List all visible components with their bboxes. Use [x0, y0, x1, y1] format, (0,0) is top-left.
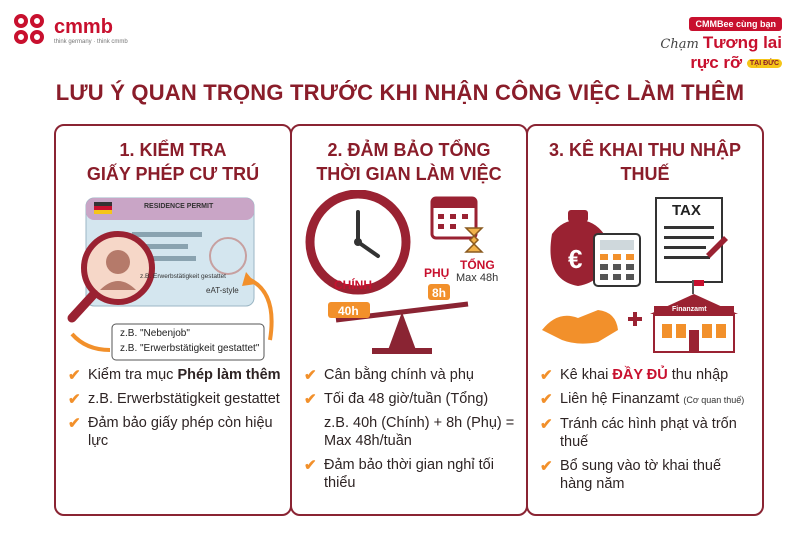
bullet-text: Kiểm tra mục: [88, 367, 178, 383]
bullet-text: Bổ sung vào tờ khai thuế hàng năm: [560, 458, 722, 492]
card1-title-line2: GIẤY PHÉP CƯ TRÚ: [86, 164, 260, 184]
check-icon: ✔: [540, 367, 553, 384]
list-item: ✔ Bổ sung vào tờ khai thuế hàng năm: [540, 457, 754, 493]
brand-line2-text: rực rỡ: [690, 52, 743, 72]
label-40h: 40h: [338, 304, 359, 318]
callout-line2: z.B. "Erwerbstätigkeit gestattet": [120, 343, 260, 354]
card1-bullets: ✔ Kiểm tra mục Phép làm thêm ✔ z.B. Erwerb…: [68, 366, 282, 456]
bullet-text: z.B. Erwerbstätigkeit gestattet: [88, 391, 280, 407]
bullet-text: Tránh các hình phạt và trốn thuế: [560, 416, 737, 450]
check-icon: ✔: [540, 458, 553, 475]
check-icon: ✔: [304, 391, 317, 408]
bullet-text: Đảm bảo thời gian nghỉ tối thiểu: [324, 457, 494, 491]
list-item: ✔ Kiểm tra mục Phép làm thêm: [68, 366, 282, 384]
bullet-bold: ĐẦY ĐỦ: [612, 367, 668, 383]
card3-title-line2: THUẾ: [620, 164, 670, 184]
bullet-text: Tối đa 48 giờ/tuần (Tổng): [324, 391, 489, 407]
list-item: ✔ Tối đa 48 giờ/tuần (Tổng): [304, 390, 518, 408]
finanzamt-label: Finanzamt: [672, 306, 707, 313]
permit-label: RESIDENCE PERMIT: [144, 203, 214, 210]
permit-line: z.B. Erwerbstätigkeit gestattet: [140, 273, 226, 280]
bullet-text: Liên hệ Finanzamt: [560, 391, 684, 407]
logo-name: cmmb: [54, 16, 113, 38]
card3-bullets: ✔ Kê khai ĐẦY ĐỦ thu nhập ✔ Liên hệ Finanz…: [540, 366, 754, 499]
bullet-text: z.B. 40h (Chính) + 8h (Phụ) = Max 48h/tu…: [324, 415, 515, 449]
check-icon: ✔: [68, 415, 81, 432]
check-icon: ✔: [540, 391, 553, 408]
tax-illustration: € TAX Finanzamt: [528, 190, 762, 362]
check-icon: ✔: [304, 367, 317, 384]
card1-title: 1. KIỂM TRA GIẤY PHÉP CƯ TRÚ: [56, 138, 290, 186]
bullet-bold: Phép làm thêm: [177, 367, 281, 383]
label-phu: PHỤ: [424, 266, 450, 280]
card2-bullets: ✔ Cân bằng chính và phụ ✔ Tối đa 48 giờ/tu…: [304, 366, 518, 498]
label-tong: TỔNG: [460, 258, 495, 272]
label-max: Max 48h: [456, 272, 499, 284]
list-item: ✔ Liên hệ Finanzamt (Cơ quan thuế): [540, 390, 754, 409]
brand-line1-text: Tương lai: [702, 33, 782, 52]
tax-icons: [542, 197, 738, 353]
cmmb-logo-icon: [14, 14, 48, 48]
clock-scale-icon: [305, 189, 484, 354]
list-item: ✔ Cân bằng chính và phụ: [304, 366, 518, 384]
check-icon: ✔: [68, 391, 81, 408]
brand-cham: Chạm: [660, 37, 699, 52]
euro-symbol: €: [568, 244, 583, 274]
tax-label: TAX: [672, 202, 701, 219]
callout-line1: z.B. "Nebenjob": [120, 328, 190, 339]
label-8h: 8h: [432, 286, 447, 300]
list-item: ✔ Tránh các hình phạt và trốn thuế: [540, 415, 754, 451]
card-tax-declaration: 3. KÊ KHAI THU NHẬP THUẾ € TAX Fina: [526, 124, 764, 516]
residence-permit-illustration: RESIDENCE PERMIT z.B. Erwerbstätigkeit g…: [56, 190, 290, 362]
list-item: ✔ Đảm bảo thời gian nghỉ tối thiểu: [304, 456, 518, 492]
bullet-text: Đảm bảo giấy phép còn hiệu lực: [88, 415, 273, 449]
bullet-text-end: thu nhập: [667, 367, 729, 383]
card2-title-line1: 2. ĐẢM BẢO TỔNG: [327, 140, 491, 160]
list-item: z.B. 40h (Chính) + 8h (Phụ) = Max 48h/tu…: [304, 414, 518, 450]
permit-card-icon: [67, 197, 274, 361]
brand-line2: rực rỡ TẠI ĐỨC: [660, 52, 782, 72]
bullet-text: Cân bằng chính và phụ: [324, 367, 474, 383]
card3-title-line1: 3. KÊ KHAI THU NHẬP: [548, 140, 741, 160]
cmmb-logo: cmmb think germany · think cmmb: [14, 14, 128, 48]
check-icon: ✔: [68, 367, 81, 384]
card2-title: 2. ĐẢM BẢO TỔNG THỜI GIAN LÀM VIỆC: [292, 138, 526, 186]
card-working-time: 2. ĐẢM BẢO TỔNG THỜI GIAN LÀM VIỆC CHÍNH…: [290, 124, 528, 516]
card3-title: 3. KÊ KHAI THU NHẬP THUẾ: [528, 138, 762, 186]
list-item: ✔ z.B. Erwerbstätigkeit gestattet: [68, 390, 282, 408]
page-title: LƯU Ý QUAN TRỌNG TRƯỚC KHI NHẬN CÔNG VIỆ…: [55, 80, 745, 105]
check-icon: ✔: [540, 416, 553, 433]
permit-eat: eAT-style: [206, 286, 239, 295]
list-item: ✔ Kê khai ĐẦY ĐỦ thu nhập: [540, 366, 754, 384]
list-item: ✔ Đảm bảo giấy phép còn hiệu lực: [68, 414, 282, 450]
card1-title-line1: 1. KIỂM TRA: [119, 140, 227, 160]
label-chinh: CHÍNH: [334, 278, 372, 292]
working-time-illustration: CHÍNH 40h PHỤ 8h TỔNG Max 48h: [292, 189, 526, 362]
brand-top-label: CMMBee cùng bạn: [689, 17, 782, 31]
bullet-text: Kê khai: [560, 367, 613, 383]
card-residence-permit: 1. KIỂM TRA GIẤY PHÉP CƯ TRÚ RESIDENCE P…: [54, 124, 292, 516]
check-icon: ✔: [304, 457, 317, 474]
brand-badge: TẠI ĐỨC: [746, 58, 782, 68]
bullet-small: (Cơ quan thuế): [683, 395, 745, 405]
logo-tagline: think germany · think cmmb: [54, 39, 128, 45]
card2-title-line2: THỜI GIAN LÀM VIỆC: [316, 164, 502, 184]
